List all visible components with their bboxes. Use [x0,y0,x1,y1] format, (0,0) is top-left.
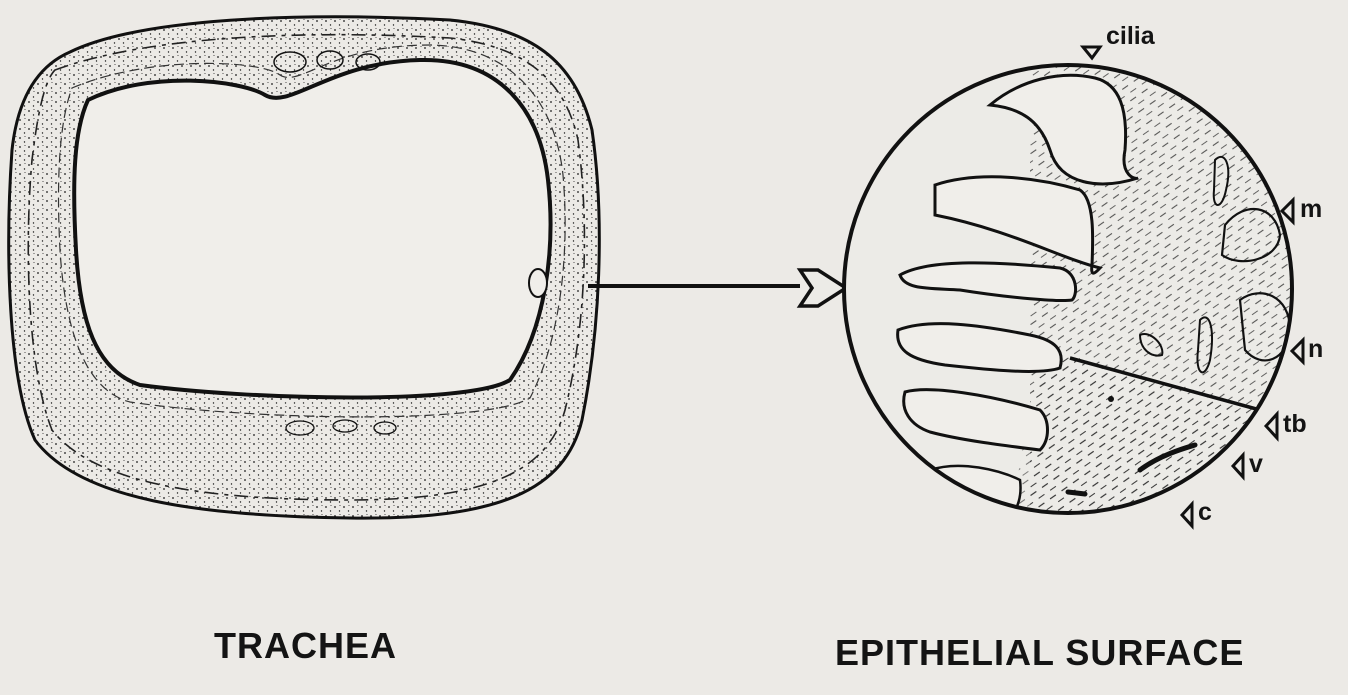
m-label: m [1300,195,1322,224]
epithelial-surface-caption: EPITHELIAL SURFACE [835,632,1244,674]
epithelial-magnification [844,60,1300,530]
tb-label: tb [1283,410,1307,439]
v-label: v [1249,450,1263,479]
trachea-cross-section [9,17,600,518]
n-label: n [1308,335,1323,364]
cilia-pointer-icon [1083,47,1100,58]
n-pointer-icon [1292,340,1303,362]
tb-pointer-icon [1266,414,1277,438]
zoom-arrow [588,270,846,306]
trachea-caption: TRACHEA [214,625,397,667]
cilia-label: cilia [1106,22,1155,51]
c-label: c [1198,498,1212,527]
c-pointer-icon [1182,504,1192,526]
m-pointer-icon [1282,200,1293,222]
v-pointer-icon [1233,455,1243,477]
trachea-lumen-edge [74,60,550,398]
